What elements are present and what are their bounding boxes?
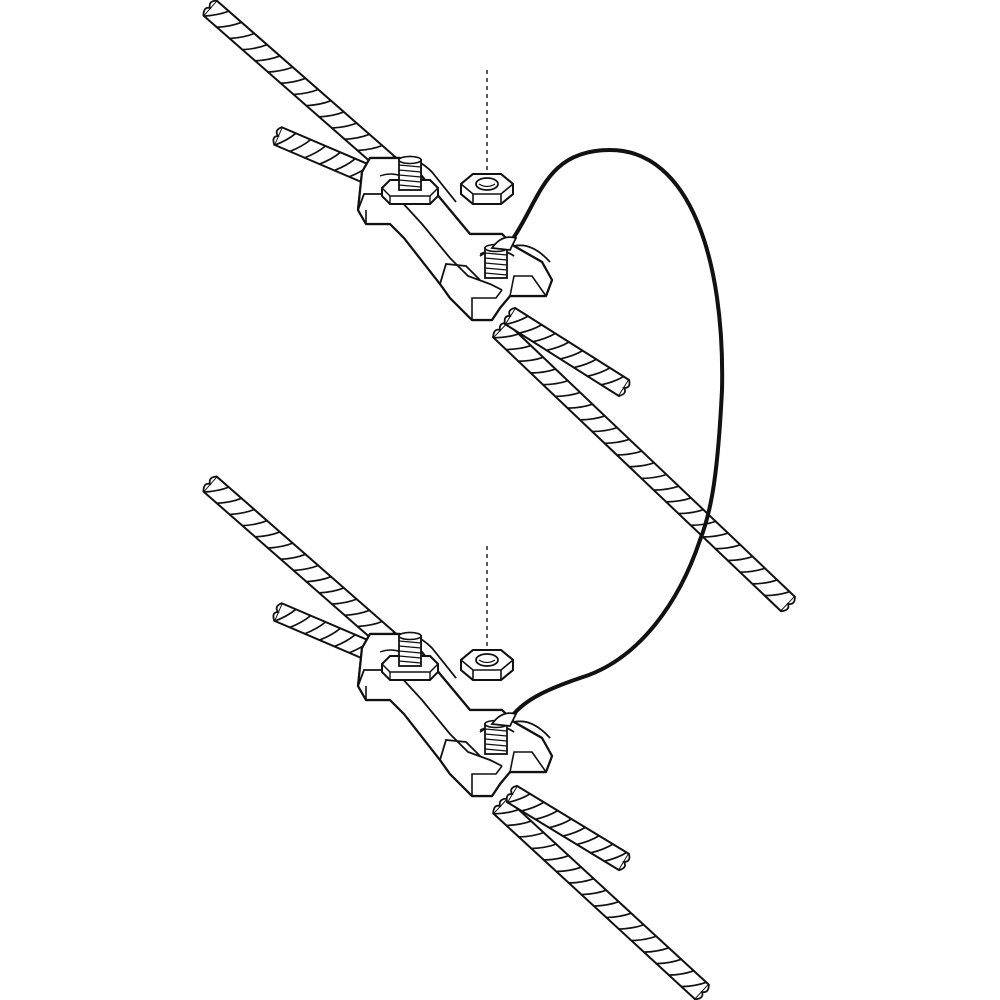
upper-wire-terminal-lug <box>490 236 518 251</box>
scene <box>202 0 796 1000</box>
upper-second-rope-lower <box>503 306 631 398</box>
upper-main-rope-upper <box>202 0 403 179</box>
lower-clamp-front <box>358 633 552 797</box>
upper-loose-nut <box>460 173 514 205</box>
lower-loose-nut <box>460 649 514 681</box>
lower-second-rope-lower <box>505 784 631 872</box>
connecting-jumper-wire <box>510 147 725 718</box>
upper-main-rope-lower <box>492 321 796 613</box>
upper-clamp-front <box>358 157 552 321</box>
lower-wire-terminal-lug <box>490 712 518 727</box>
lower-main-rope-lower <box>492 797 710 1000</box>
